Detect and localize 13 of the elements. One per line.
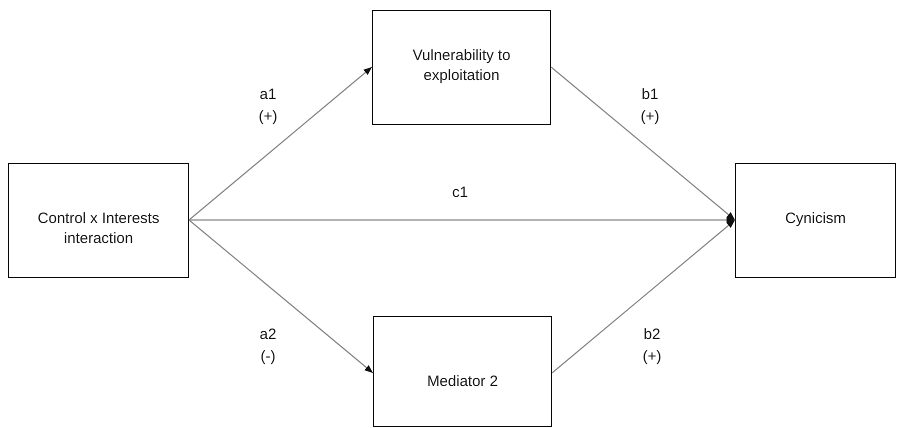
- variable-name: Vulnerability to exploitation: [412, 46, 512, 86]
- variable-box: [372, 10, 551, 125]
- arrow: [189, 216, 735, 224]
- variable-name: Mediator 2: [427, 372, 498, 392]
- variable-box: [373, 316, 552, 427]
- variable-name: Cynicism: [785, 209, 846, 229]
- variable-box: [735, 163, 896, 278]
- variable-box: [8, 163, 189, 278]
- arrow: [550, 66, 736, 220]
- arrow: [188, 66, 372, 220]
- variable-name: Control x Interests interaction: [36, 209, 160, 249]
- arrow: [188, 220, 374, 374]
- arrow: [552, 220, 736, 374]
